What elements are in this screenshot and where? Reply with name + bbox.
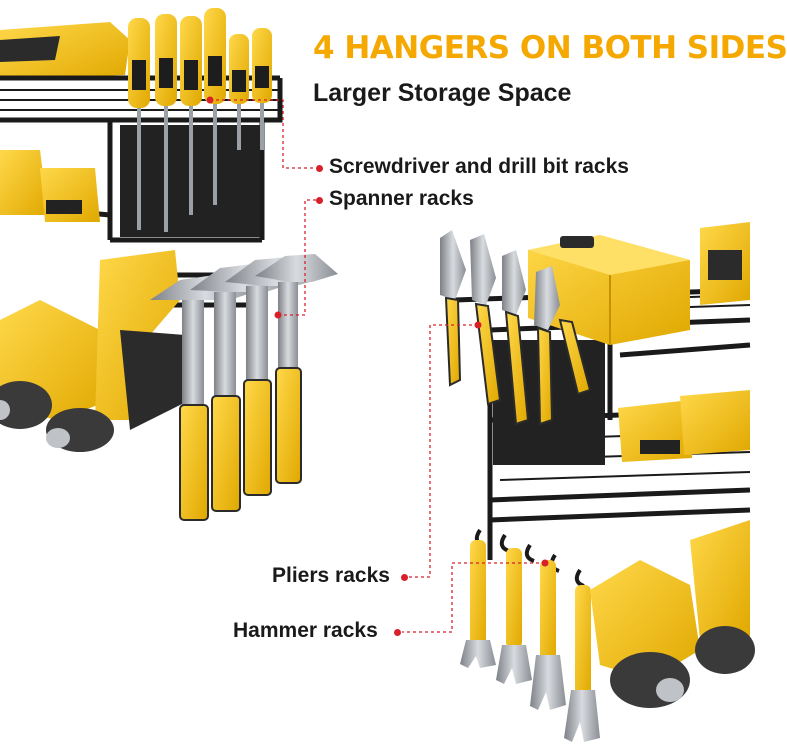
callout-dot-spanner [316, 197, 323, 204]
callout-dot-hammer [394, 629, 401, 636]
callout-line-screwdriver [210, 99, 316, 169]
callout-line-hammer [402, 562, 545, 633]
callout-label-pliers: Pliers racks [272, 564, 390, 587]
cordless-drills [0, 250, 190, 452]
headline: 4 HANGERS ON BOTH SIDES [313, 30, 787, 66]
callout-label-hammer: Hammer racks [233, 619, 378, 642]
callout-label-screwdriver: Screwdriver and drill bit racks [329, 155, 629, 178]
callout-dot-pliers [401, 574, 408, 581]
callout-label-spanner: Spanner racks [329, 187, 474, 210]
spanner-set [460, 540, 600, 742]
hammer-set [150, 254, 338, 521]
callout-line-spanner [278, 199, 316, 316]
callout-line-pliers [408, 324, 478, 578]
callout-lines [210, 99, 545, 633]
callout-dot-screwdriver [316, 165, 323, 172]
subheadline: Larger Storage Space [313, 79, 572, 107]
left-rack [0, 8, 338, 521]
product-image: 4 HANGERS ON BOTH SIDES Larger Storage S… [0, 8, 787, 742]
tool-case [528, 235, 690, 345]
tool-rack-illustration [0, 8, 755, 742]
screwdriver-set [128, 8, 272, 232]
pliers-set [440, 230, 592, 426]
callout-anchor-dots [206, 96, 549, 567]
right-rack [440, 222, 755, 742]
